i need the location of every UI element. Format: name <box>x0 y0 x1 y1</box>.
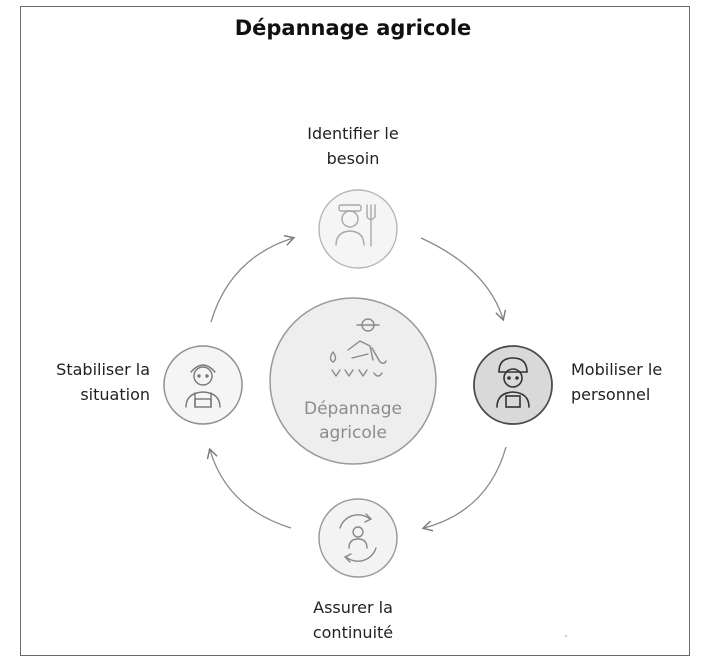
step-identify-label: Identifier le besoin <box>263 121 443 171</box>
step-mobilize-circle <box>473 345 553 425</box>
step-mobilize-line1: Mobiliser le <box>571 360 663 379</box>
arrow-bottom-to-left <box>206 447 292 529</box>
step-stabilize-line1: Stabiliser la <box>56 360 150 379</box>
arrow-left-to-top <box>210 234 296 323</box>
center-label-line1: Dépannage <box>304 399 402 419</box>
person-cycle-icon <box>339 513 377 563</box>
step-stabilize-label: Stabiliser la situation <box>20 357 150 407</box>
step-stabilize-line2: situation <box>80 385 150 404</box>
center-circle <box>269 297 437 465</box>
center-label-line2: agricole <box>319 423 387 443</box>
step-identify-circle <box>318 189 398 269</box>
step-identify-line2: besoin <box>326 149 380 168</box>
step-continuity-circle <box>318 498 398 578</box>
arrow-right-to-bottom <box>421 446 507 532</box>
arrow-top-to-right <box>420 237 507 322</box>
step-continuity-line2: continuité <box>312 623 394 642</box>
step-mobilize-line2: personnel <box>571 385 651 404</box>
step-identify-line1: Identifier le <box>307 124 399 143</box>
diagram-title: Dépannage agricole <box>234 16 472 40</box>
step-mobilize-label: Mobiliser le personnel <box>571 357 662 407</box>
farmer-pitchfork-icon <box>335 204 376 247</box>
farmer-overalls-icon <box>185 364 221 408</box>
center-label: Dépannage agricole <box>290 397 416 445</box>
step-continuity-line1: Assurer la <box>313 598 393 617</box>
speck <box>565 635 567 637</box>
step-continuity-label: Assurer la continuité <box>263 595 443 645</box>
farmer-field-icon <box>329 318 387 377</box>
worker-cap-icon <box>496 357 530 408</box>
